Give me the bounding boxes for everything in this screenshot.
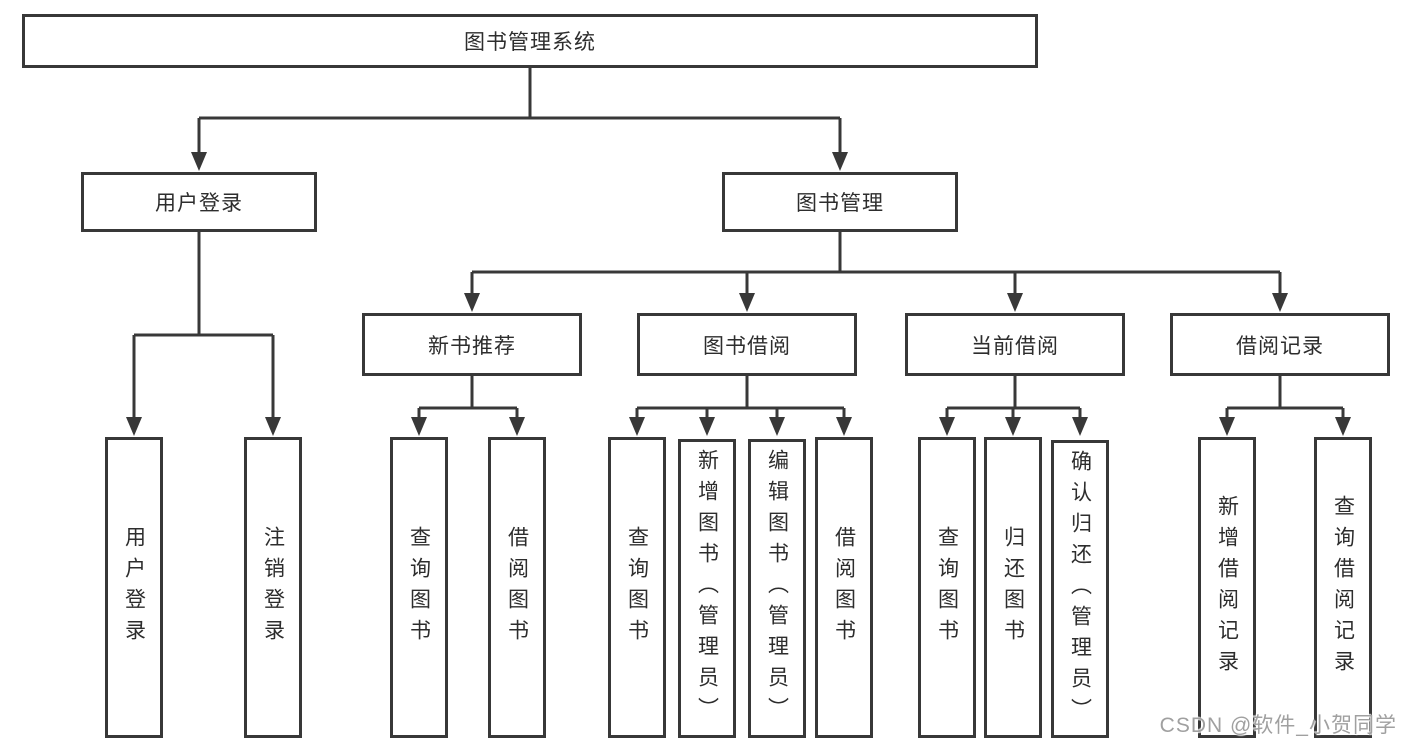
node-book-management-branch: 图书管理 xyxy=(722,172,958,232)
node-bb-query-books: 查询图书 xyxy=(608,437,666,738)
node-label: 新增借阅记录 xyxy=(1215,494,1239,681)
watermark: CSDN @软件_小贺同学 xyxy=(1159,714,1397,737)
node-br-query-record: 查询借阅记录 xyxy=(1314,437,1372,738)
node-nbr-query-books: 查询图书 xyxy=(390,437,448,738)
node-label: 图书管理系统 xyxy=(464,31,596,54)
node-label: 新书推荐 xyxy=(428,334,516,358)
node-label: 注销登录 xyxy=(261,525,285,650)
node-current-borrowing: 当前借阅 xyxy=(905,313,1125,376)
connector-lines xyxy=(132,68,1345,418)
node-label: 编辑图书（管理员） xyxy=(765,449,789,728)
node-label: 当前借阅 xyxy=(971,334,1059,358)
node-label: 借阅记录 xyxy=(1236,334,1324,358)
node-cb-confirm-return-admin: 确认归还（管理员） xyxy=(1051,440,1109,738)
node-label: 新增图书（管理员） xyxy=(695,449,719,728)
node-bb-borrow-books: 借阅图书 xyxy=(815,437,873,738)
node-logout: 注销登录 xyxy=(244,437,302,738)
node-user-login: 用户登录 xyxy=(105,437,163,738)
node-label: 用户登录 xyxy=(155,192,243,215)
connector-arrowheads xyxy=(126,152,1351,436)
node-nbr-borrow-books: 借阅图书 xyxy=(488,437,546,738)
node-label: 查询图书 xyxy=(625,525,649,650)
node-br-add-record: 新增借阅记录 xyxy=(1198,437,1256,738)
node-bb-add-books-admin: 新增图书（管理员） xyxy=(678,439,736,738)
node-label: 查询图书 xyxy=(407,525,431,650)
node-new-book-recommendation: 新书推荐 xyxy=(362,313,582,376)
node-label: 查询借阅记录 xyxy=(1331,494,1355,681)
node-label: 借阅图书 xyxy=(832,525,856,650)
node-borrowing-records: 借阅记录 xyxy=(1170,313,1390,376)
node-label: 用户登录 xyxy=(122,525,146,650)
node-label: 图书管理 xyxy=(796,192,884,215)
node-label: 归还图书 xyxy=(1001,525,1025,650)
node-book-borrowing: 图书借阅 xyxy=(637,313,857,376)
node-bb-edit-books-admin: 编辑图书（管理员） xyxy=(748,439,806,738)
node-label: 借阅图书 xyxy=(505,525,529,650)
node-user-login-branch: 用户登录 xyxy=(81,172,317,232)
node-label: 查询图书 xyxy=(935,525,959,650)
node-label: 图书借阅 xyxy=(703,334,791,358)
node-cb-return-books: 归还图书 xyxy=(984,437,1042,738)
node-cb-query-books: 查询图书 xyxy=(918,437,976,738)
node-label: 确认归还（管理员） xyxy=(1068,449,1092,729)
node-library-management-system: 图书管理系统 xyxy=(22,14,1038,68)
